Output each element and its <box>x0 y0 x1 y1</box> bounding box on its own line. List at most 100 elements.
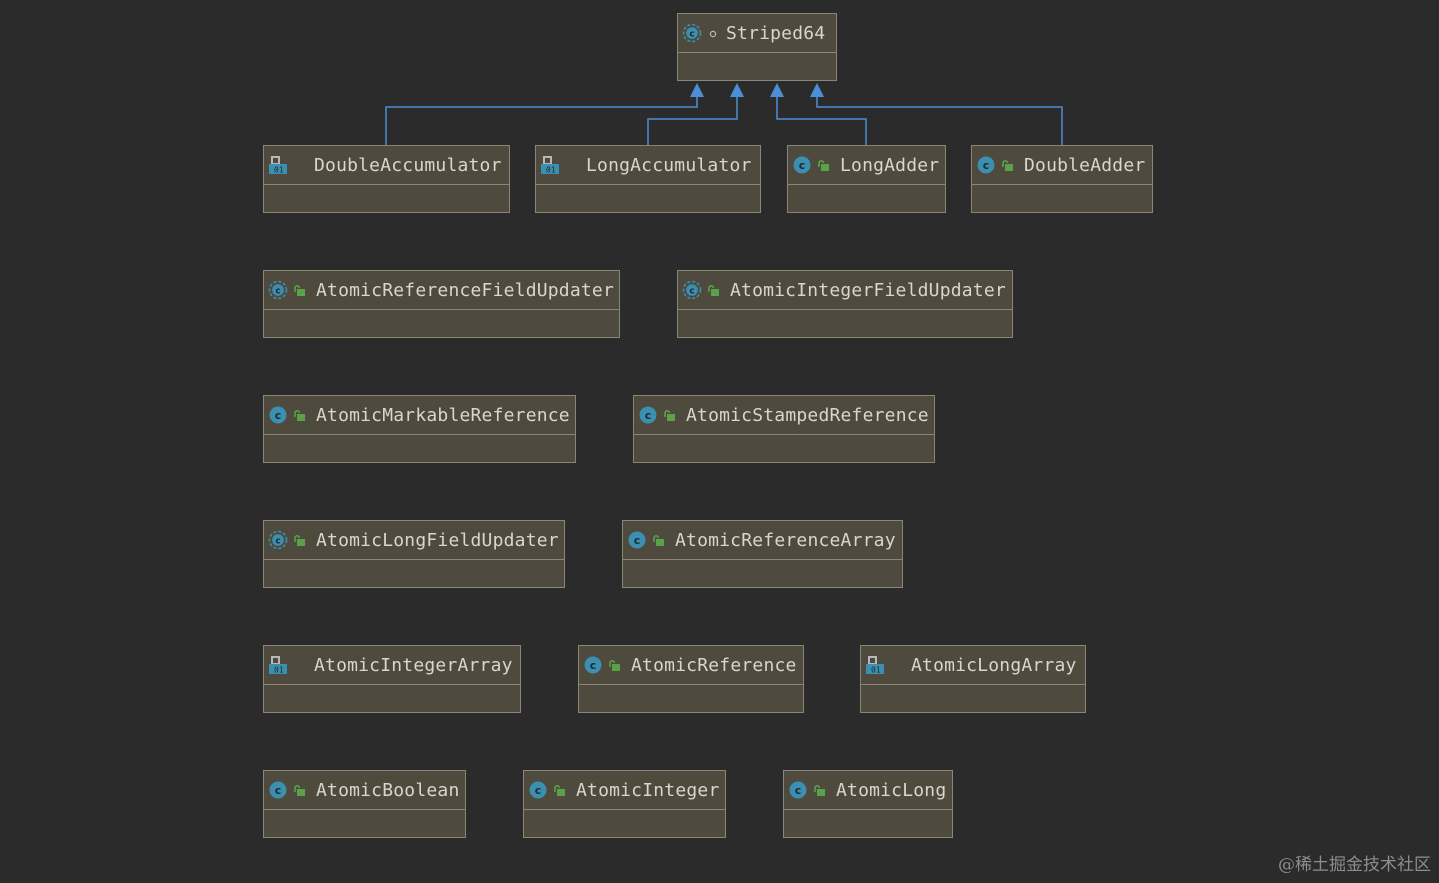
class-node-header: c LongAdder <box>788 146 945 185</box>
abstract-class-icon: c <box>268 530 288 550</box>
class-name: AtomicMarkableReference <box>316 404 570 426</box>
class-icon: c <box>268 780 288 800</box>
public-icon <box>1000 158 1014 172</box>
public-icon <box>292 533 306 547</box>
class-node-header: c AtomicReference <box>579 646 803 685</box>
package-private-icon <box>706 26 720 40</box>
class-icon: c <box>528 780 548 800</box>
svg-text:c: c <box>645 409 652 422</box>
public-icon <box>706 283 720 297</box>
class-node-long-adder[interactable]: c LongAdder <box>787 145 946 213</box>
serializable-icon: 01 <box>540 155 560 175</box>
class-icon: c <box>792 155 812 175</box>
class-node-atomic-reference-field-updater[interactable]: c AtomicReferenceFieldUpdater <box>263 270 620 338</box>
svg-text:01: 01 <box>274 166 284 175</box>
class-name: AtomicIntegerFieldUpdater <box>730 279 1006 301</box>
public-icon <box>292 783 306 797</box>
class-node-long-accumulator[interactable]: 01 LongAccumulator <box>535 145 761 213</box>
class-name: AtomicLong <box>836 779 947 801</box>
svg-text:c: c <box>689 287 694 297</box>
class-name: AtomicInteger <box>576 779 720 801</box>
class-name: LongAccumulator <box>586 154 752 176</box>
svg-text:c: c <box>795 784 802 797</box>
class-node-atomic-reference[interactable]: c AtomicReference <box>578 645 804 713</box>
class-node-atomic-stamped-reference[interactable]: c AtomicStampedReference <box>633 395 935 463</box>
class-node-header: c AtomicBoolean <box>264 771 465 810</box>
class-name: AtomicReference <box>631 654 797 676</box>
class-name: DoubleAccumulator <box>314 154 502 176</box>
class-node-atomic-reference-array[interactable]: c AtomicReferenceArray <box>622 520 903 588</box>
class-icon: c <box>583 655 603 675</box>
svg-text:01: 01 <box>871 666 881 675</box>
public-icon <box>292 408 306 422</box>
edge-double-adder-extends-striped64 <box>816 95 1063 145</box>
class-icon: c <box>268 405 288 425</box>
svg-text:c: c <box>535 784 542 797</box>
class-name: DoubleAdder <box>1024 154 1146 176</box>
class-node-double-accumulator[interactable]: 01 DoubleAccumulator <box>263 145 510 213</box>
svg-text:c: c <box>634 534 641 547</box>
svg-text:01: 01 <box>274 666 284 675</box>
class-node-header: c AtomicReferenceArray <box>623 521 902 560</box>
class-name: AtomicStampedReference <box>686 404 929 426</box>
svg-text:c: c <box>689 30 694 40</box>
class-node-header: c AtomicMarkableReference <box>264 396 575 435</box>
public-icon <box>292 283 306 297</box>
serializable-icon: 01 <box>268 155 288 175</box>
class-name: Striped64 <box>726 22 826 44</box>
svg-text:c: c <box>275 784 282 797</box>
class-name: AtomicBoolean <box>316 779 460 801</box>
svg-text:c: c <box>275 537 280 547</box>
class-name: AtomicReferenceFieldUpdater <box>316 279 614 301</box>
svg-text:01: 01 <box>546 166 556 175</box>
class-node-header: 01 AtomicIntegerArray <box>264 646 520 685</box>
class-node-striped64[interactable]: c Striped64 <box>677 13 837 81</box>
svg-text:c: c <box>983 159 990 172</box>
class-node-header: c AtomicLong <box>784 771 952 810</box>
class-node-header: c Striped64 <box>678 14 836 53</box>
inheritance-arrowhead <box>770 83 784 97</box>
svg-text:c: c <box>275 287 280 297</box>
abstract-class-icon: c <box>268 280 288 300</box>
public-icon <box>812 783 826 797</box>
class-node-header: c AtomicLongFieldUpdater <box>264 521 564 560</box>
class-node-header: c DoubleAdder <box>972 146 1152 185</box>
class-node-atomic-integer[interactable]: c AtomicInteger <box>523 770 726 838</box>
serializable-icon: 01 <box>865 655 885 675</box>
class-icon: c <box>788 780 808 800</box>
inheritance-arrowhead <box>730 83 744 97</box>
svg-text:c: c <box>590 659 597 672</box>
class-node-header: c AtomicStampedReference <box>634 396 934 435</box>
inheritance-arrowhead <box>810 83 824 97</box>
class-node-atomic-markable-reference[interactable]: c AtomicMarkableReference <box>263 395 576 463</box>
edge-long-accumulator-extends-striped64 <box>647 95 738 145</box>
class-node-atomic-boolean[interactable]: c AtomicBoolean <box>263 770 466 838</box>
class-name: AtomicReferenceArray <box>675 529 896 551</box>
class-icon: c <box>638 405 658 425</box>
abstract-class-icon: c <box>682 280 702 300</box>
public-icon <box>662 408 676 422</box>
class-node-double-adder[interactable]: c DoubleAdder <box>971 145 1153 213</box>
svg-text:c: c <box>275 409 282 422</box>
class-node-atomic-long-field-updater[interactable]: c AtomicLongFieldUpdater <box>263 520 565 588</box>
class-node-atomic-integer-field-updater[interactable]: c AtomicIntegerFieldUpdater <box>677 270 1013 338</box>
class-name: AtomicLongFieldUpdater <box>316 529 559 551</box>
class-icon: c <box>627 530 647 550</box>
class-node-header: c AtomicIntegerFieldUpdater <box>678 271 1012 310</box>
public-icon <box>607 658 621 672</box>
class-node-header: 01 LongAccumulator <box>536 146 760 185</box>
watermark: @稀土掘金技术社区 <box>1278 855 1431 875</box>
edge-long-adder-extends-striped64 <box>776 95 867 145</box>
class-node-atomic-integer-array[interactable]: 01 AtomicIntegerArray <box>263 645 521 713</box>
class-name: AtomicIntegerArray <box>314 654 513 676</box>
class-node-atomic-long[interactable]: c AtomicLong <box>783 770 953 838</box>
class-name: LongAdder <box>840 154 940 176</box>
class-node-header: c AtomicReferenceFieldUpdater <box>264 271 619 310</box>
class-node-header: 01 DoubleAccumulator <box>264 146 509 185</box>
public-icon <box>651 533 665 547</box>
public-icon <box>552 783 566 797</box>
